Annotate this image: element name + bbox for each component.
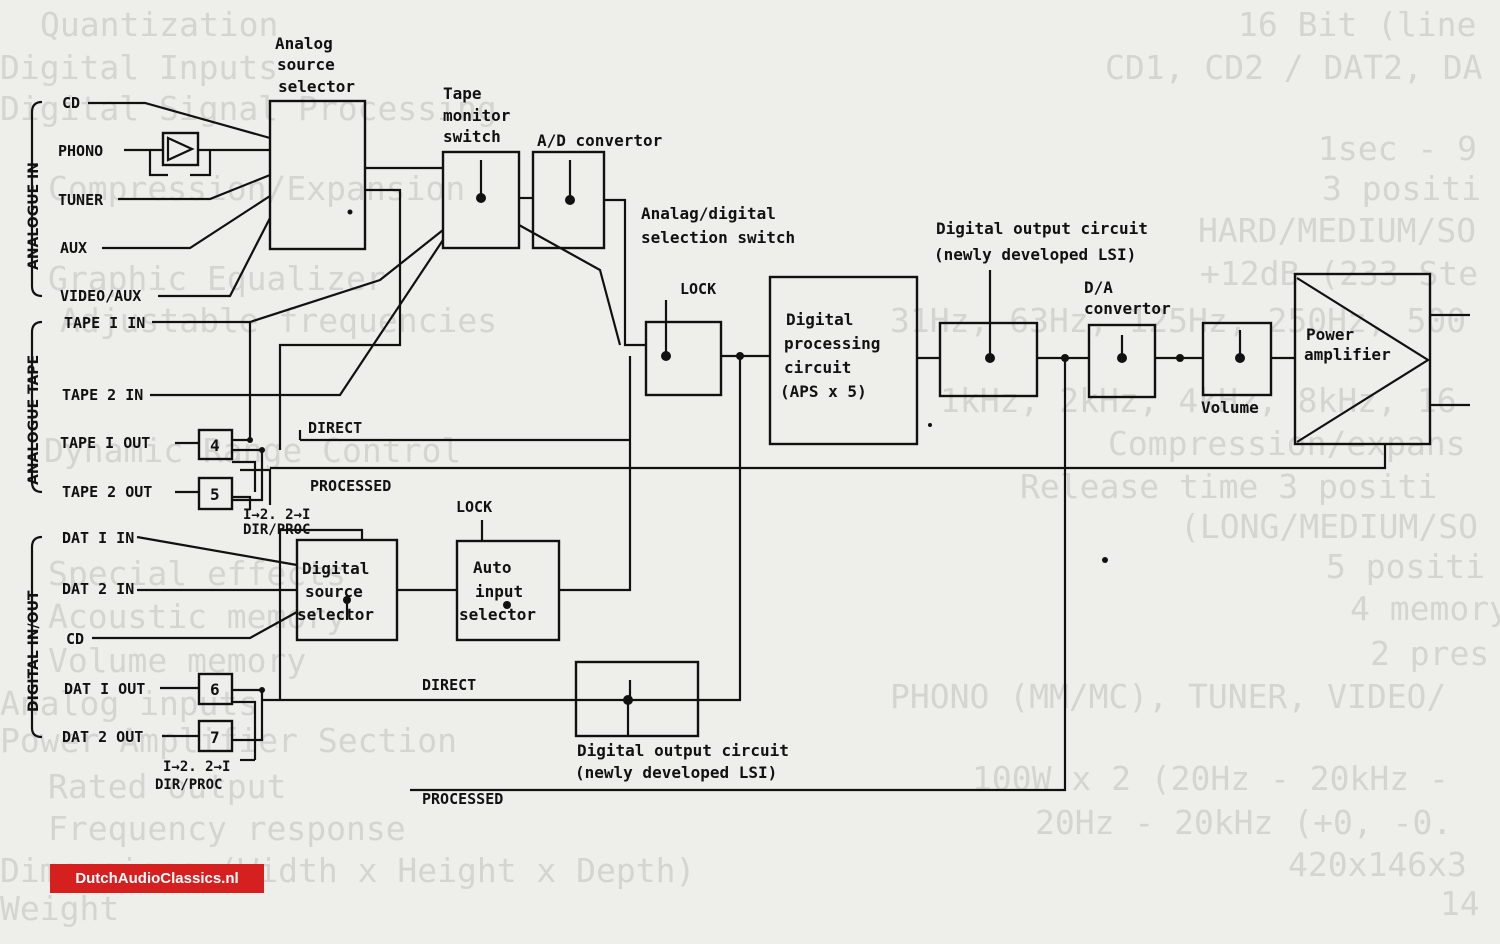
svg-text:HARD/MEDIUM/SO: HARD/MEDIUM/SO — [1198, 211, 1476, 250]
svg-text:input: input — [475, 582, 523, 601]
svg-text:(newly developed LSI): (newly developed LSI) — [934, 245, 1136, 264]
blocks: Analog source selector Tape monitor swit… — [161, 34, 1432, 782]
output-tape1-out: TAPE I OUT — [60, 434, 150, 452]
svg-text:processing: processing — [784, 334, 880, 353]
svg-text:Graphic Equalizer: Graphic Equalizer — [48, 259, 386, 298]
svg-text:31Hz, 63Hz, 125Hz, 250Hz, 500: 31Hz, 63Hz, 125Hz, 250Hz, 500 — [890, 301, 1466, 340]
svg-text:Power: Power — [1306, 325, 1354, 344]
svg-text:Quantization: Quantization — [40, 5, 278, 44]
svg-text:Digital output circuit: Digital output circuit — [936, 219, 1148, 238]
lock-label-upper: LOCK — [680, 280, 716, 298]
svg-text:amplifier: amplifier — [1304, 345, 1391, 364]
svg-text:selector: selector — [297, 605, 374, 624]
svg-text:Analog: Analog — [275, 34, 333, 53]
svg-text:DIRECT: DIRECT — [308, 419, 362, 437]
svg-text:1sec - 9: 1sec - 9 — [1318, 129, 1477, 168]
svg-text:Digital output circuit: Digital output circuit — [577, 741, 789, 760]
wiring — [88, 101, 1470, 792]
input-labels: CD PHONO TUNER AUX VIDEO/AUX TAPE I IN T… — [58, 94, 152, 746]
svg-text:4: 4 — [210, 436, 220, 455]
svg-text:14: 14 — [1440, 884, 1480, 923]
svg-text:5 positi: 5 positi — [1326, 547, 1485, 586]
svg-text:16 Bit (line: 16 Bit (line — [1238, 5, 1476, 44]
svg-text:PHONO (MM/MC), TUNER, VIDEO/: PHONO (MM/MC), TUNER, VIDEO/ — [890, 677, 1446, 716]
input-tape2-in: TAPE 2 IN — [62, 386, 143, 404]
svg-text:Compression/Expansion: Compression/Expansion — [48, 169, 465, 208]
input-tape1-in: TAPE I IN — [64, 314, 145, 332]
svg-text:switch: switch — [443, 127, 501, 146]
svg-text:CD1, CD2 / DAT2, DA: CD1, CD2 / DAT2, DA — [1105, 48, 1483, 87]
group-label-analogue-tape: ANALOGUE TAPE — [26, 355, 42, 485]
site-watermark: DutchAudioClassics.nl — [50, 864, 264, 893]
svg-text:(APS x 5): (APS x 5) — [780, 382, 867, 401]
svg-text:Digital Inputs: Digital Inputs — [0, 48, 278, 87]
group-label-digital-inout: DIGITAL IN/OUT — [26, 590, 42, 712]
svg-text:PROCESSED: PROCESSED — [422, 790, 503, 808]
svg-text:source: source — [277, 55, 335, 74]
svg-text:D/A: D/A — [1084, 278, 1113, 297]
input-video-aux: VIDEO/AUX — [60, 287, 141, 305]
input-aux: AUX — [60, 239, 87, 257]
svg-text:A/D convertor: A/D convertor — [537, 131, 662, 150]
svg-text:convertor: convertor — [1084, 299, 1171, 318]
svg-text:Weight: Weight — [0, 889, 119, 928]
svg-text:Volume memory: Volume memory — [48, 641, 306, 680]
svg-text:Rated output: Rated output — [48, 767, 286, 806]
svg-text:circuit: circuit — [784, 358, 851, 377]
output-tape2-out: TAPE 2 OUT — [62, 483, 152, 501]
input-cd-digital: CD — [66, 630, 84, 648]
svg-text:20Hz - 20kHz (+0, -0.: 20Hz - 20kHz (+0, -0. — [1035, 803, 1452, 842]
svg-text:DIR/PROC: DIR/PROC — [243, 522, 310, 538]
svg-text:selector: selector — [459, 605, 536, 624]
group-label-analogue-in: ANALOGUE IN — [26, 162, 42, 270]
input-group-brackets: ANALOGUE IN ANALOGUE TAPE DIGITAL IN/OUT — [26, 100, 43, 739]
output-dat1-out: DAT I OUT — [64, 680, 145, 698]
svg-text:Digital: Digital — [786, 310, 853, 329]
signal-labels: DIRECT PROCESSED DIRECT PROCESSED — [308, 419, 503, 808]
svg-text:Analag/digital: Analag/digital — [641, 204, 776, 223]
analog-digital-switch-box — [644, 320, 723, 397]
svg-text:I→2. 2→I: I→2. 2→I — [163, 759, 230, 775]
input-dat1-in: DAT I IN — [62, 529, 134, 547]
output-dat2-out: DAT 2 OUT — [62, 728, 143, 746]
svg-text:source: source — [305, 582, 363, 601]
svg-text:monitor: monitor — [443, 106, 510, 125]
digital-output-upper-box — [938, 321, 1039, 398]
svg-text:Volume: Volume — [1201, 398, 1259, 417]
svg-text:PROCESSED: PROCESSED — [310, 477, 391, 495]
svg-text:6: 6 — [210, 680, 220, 699]
svg-text:Tape: Tape — [443, 84, 482, 103]
lock-label-lower: LOCK — [456, 498, 492, 516]
tape-monitor-switch-box — [441, 150, 521, 250]
svg-text:Release time 3 positi: Release time 3 positi — [1020, 467, 1437, 506]
svg-text:Digital Signal Processing: Digital Signal Processing — [0, 89, 497, 128]
svg-text:Power Amplifier Section: Power Amplifier Section — [0, 721, 457, 760]
svg-text:DIR/PROC: DIR/PROC — [155, 777, 222, 793]
svg-text:I→2. 2→I: I→2. 2→I — [243, 507, 310, 523]
svg-text:5: 5 — [210, 485, 220, 504]
digital-processing-box — [768, 275, 919, 446]
da-convertor-box — [1087, 323, 1157, 399]
svg-text:DIRECT: DIRECT — [422, 676, 476, 694]
svg-text:selector: selector — [278, 77, 355, 96]
svg-text:3 positi: 3 positi — [1322, 169, 1481, 208]
input-dat2-in: DAT 2 IN — [62, 580, 134, 598]
svg-text:Digital: Digital — [302, 559, 369, 578]
svg-text:Frequency response: Frequency response — [48, 809, 406, 848]
input-phono: PHONO — [58, 142, 103, 160]
svg-text:7: 7 — [210, 728, 220, 747]
svg-text:100W x 2 (20Hz - 20kHz -: 100W x 2 (20Hz - 20kHz - — [972, 759, 1449, 798]
svg-text:(newly developed LSI): (newly developed LSI) — [575, 763, 777, 782]
svg-text:2 pres: 2 pres — [1370, 634, 1489, 673]
input-cd: CD — [62, 94, 80, 112]
svg-text:420x146x3: 420x146x3 — [1288, 845, 1467, 884]
svg-text:Auto: Auto — [473, 558, 512, 577]
svg-text:4 memory: 4 memory — [1350, 589, 1500, 628]
svg-text:1kHz, 2kHz, 4kHz, 8kHz, 16: 1kHz, 2kHz, 4kHz, 8kHz, 16 — [940, 381, 1457, 420]
svg-text:Adjustable frequencies: Adjustable frequencies — [60, 301, 497, 340]
input-tuner: TUNER — [58, 191, 104, 209]
svg-text:(LONG/MEDIUM/SO: (LONG/MEDIUM/SO — [1180, 507, 1478, 546]
svg-text:selection switch: selection switch — [641, 228, 795, 247]
